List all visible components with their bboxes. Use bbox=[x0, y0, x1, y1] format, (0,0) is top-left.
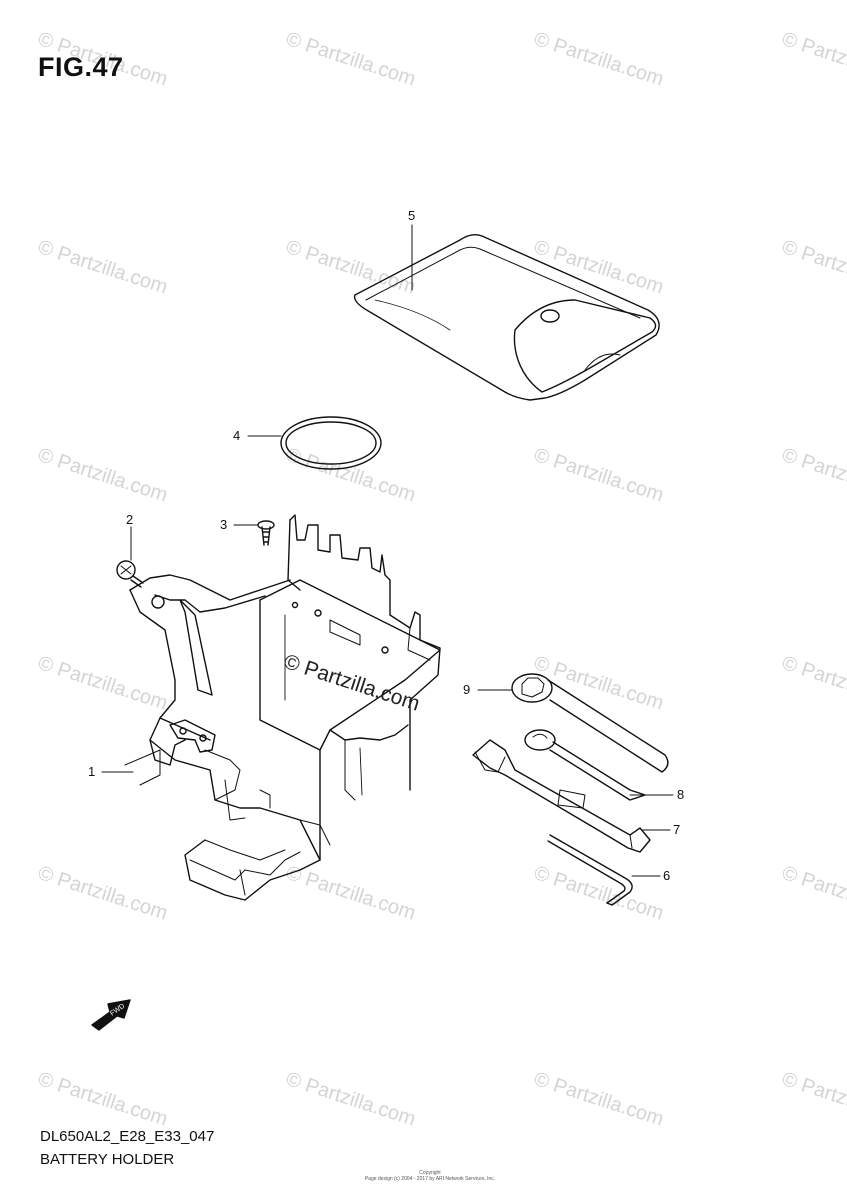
ring-spanner-illustration bbox=[511, 673, 669, 773]
callout-7: 7 bbox=[673, 822, 681, 837]
callout-4: 4 bbox=[233, 428, 241, 443]
callout-5: 5 bbox=[408, 208, 416, 223]
callout-2: 2 bbox=[126, 512, 134, 527]
hex-wrench-illustration bbox=[547, 834, 633, 906]
bolt-illustration bbox=[116, 560, 144, 588]
battery-holder-illustration bbox=[124, 514, 441, 901]
callout-3: 3 bbox=[220, 517, 228, 532]
socket-wrench-illustration bbox=[472, 739, 651, 853]
o-ring-illustration bbox=[280, 416, 382, 470]
copyright-block: Copyright Page design (c) 2004 - 2017 by… bbox=[360, 1170, 500, 1182]
callout-1: 1 bbox=[88, 764, 96, 779]
callout-6: 6 bbox=[663, 868, 671, 883]
part-name: BATTERY HOLDER bbox=[40, 1151, 175, 1168]
figure-title: FIG.47 bbox=[38, 52, 124, 82]
copyright-line: Page design (c) 2004 - 2017 by ARI Netwo… bbox=[364, 1176, 496, 1182]
screw-illustration bbox=[257, 520, 275, 546]
callout-9: 9 bbox=[463, 682, 471, 697]
leader-lines bbox=[101, 224, 674, 877]
fwd-arrow: FWD bbox=[91, 999, 131, 1031]
handle-wrench-illustration bbox=[524, 729, 646, 801]
tool-bag-illustration bbox=[353, 233, 660, 401]
copyright-title: Copyright bbox=[419, 1170, 441, 1176]
model-code: DL650AL2_E28_E33_047 bbox=[40, 1128, 215, 1145]
callout-8: 8 bbox=[677, 787, 685, 802]
